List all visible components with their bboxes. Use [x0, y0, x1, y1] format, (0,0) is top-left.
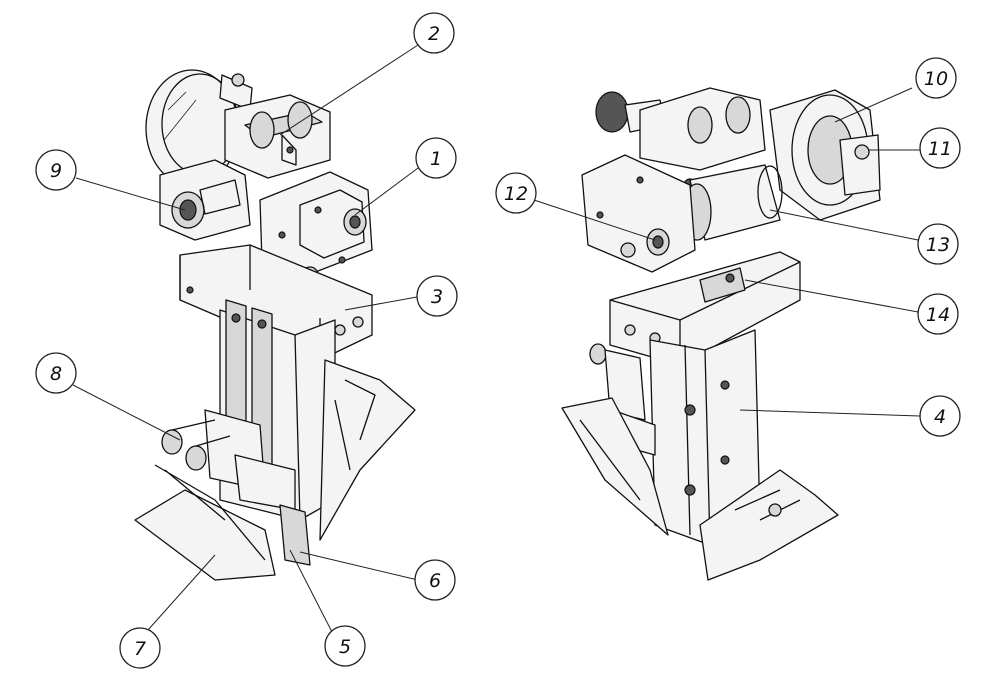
callout-13: 13 — [917, 223, 959, 265]
callout-8: 8 — [35, 352, 77, 394]
callout-10: 10 — [915, 57, 957, 99]
callout-13-label: 13 — [926, 234, 950, 256]
callout-2-label: 2 — [428, 23, 440, 45]
callout-3: 3 — [416, 275, 458, 317]
callout-14: 14 — [917, 293, 959, 335]
gear-housing-right — [581, 154, 696, 273]
callout-2: 2 — [413, 12, 455, 54]
callout-1-label: 1 — [430, 148, 442, 170]
callout-5: 5 — [324, 625, 366, 667]
callout-12-label: 12 — [504, 183, 528, 205]
callout-9-label: 9 — [50, 160, 62, 182]
callout-7-label: 7 — [134, 638, 146, 660]
callout-5-label: 5 — [339, 636, 351, 658]
motor-right — [769, 89, 881, 221]
callout-6: 6 — [414, 559, 456, 601]
left-assembly-view — [134, 69, 416, 581]
callout-8-label: 8 — [50, 363, 62, 385]
callout-4: 4 — [919, 395, 961, 437]
callout-3-label: 3 — [431, 286, 443, 308]
callout-11: 11 — [919, 127, 961, 169]
callout-9: 9 — [35, 149, 77, 191]
vertical-column-right — [649, 329, 761, 546]
hopper-right — [561, 397, 839, 581]
side-knobs-left — [161, 409, 296, 511]
right-assembly-view — [561, 87, 881, 581]
callout-1: 1 — [415, 137, 457, 179]
crossbar-right — [609, 251, 801, 366]
callout-14-label: 14 — [926, 304, 950, 326]
callout-7: 7 — [119, 627, 161, 669]
callout-12: 12 — [495, 172, 537, 214]
callout-6-label: 6 — [429, 570, 441, 592]
callout-4-label: 4 — [934, 406, 946, 428]
top-bracket-right — [639, 87, 766, 192]
callout-10-label: 10 — [924, 68, 948, 90]
top-bracket-left — [224, 94, 331, 179]
leader-lines — [72, 44, 921, 633]
callout-11-label: 11 — [928, 138, 952, 160]
hopper-left — [134, 359, 416, 581]
cylinder-right — [682, 164, 783, 241]
adjust-knob-left — [159, 159, 251, 241]
